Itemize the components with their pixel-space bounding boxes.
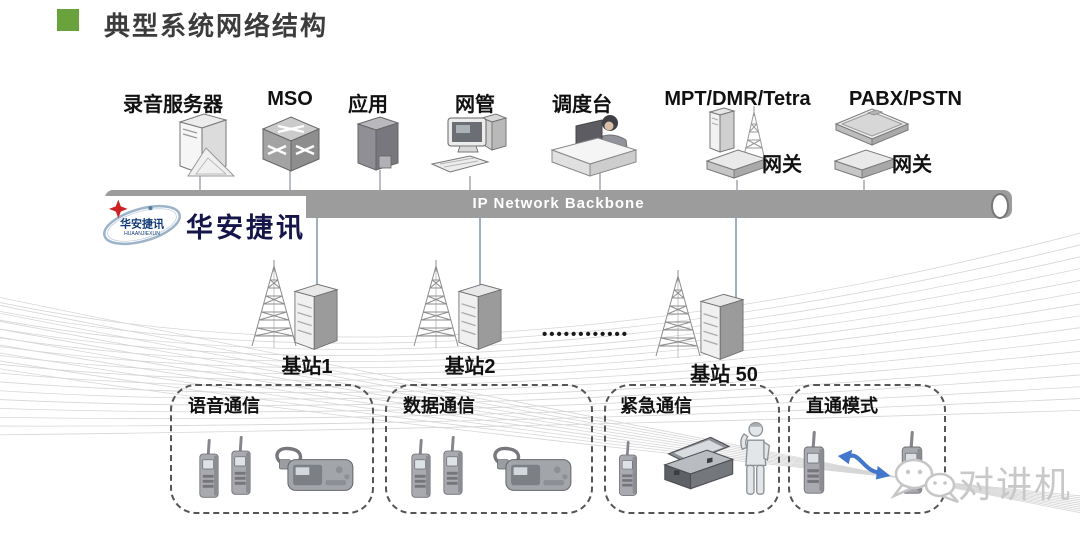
- dispatcher-console-icon: [548, 110, 640, 182]
- mobile-radio-icon: [264, 442, 358, 496]
- label-pabx-pstn: PABX/PSTN: [849, 88, 962, 110]
- desktop-computer-icon: [430, 112, 514, 178]
- label-gateway-mpt: 网关: [762, 154, 802, 176]
- label-voice-communication: 语音通信: [188, 396, 260, 416]
- label-base-station-1: 基站1: [281, 356, 333, 378]
- gateway-box-icon: [828, 146, 900, 182]
- walkie-talkie-icon: [194, 436, 224, 502]
- walkie-talkie-icon: [614, 438, 642, 500]
- green-square-bullet: [57, 9, 79, 31]
- group-box-voice: [170, 384, 374, 514]
- logo-brand-text: 华安捷讯: [186, 212, 306, 243]
- portable-repeater-case-icon: [652, 430, 740, 496]
- orbit-star-logo-icon: [98, 197, 186, 253]
- label-dispatch-console: 调度台: [552, 94, 612, 116]
- person-icon: [736, 416, 772, 504]
- label-direct-mode: 直通模式: [806, 396, 878, 416]
- group-box-emergency: [604, 384, 780, 514]
- label-emergency-communication: 紧急通信: [620, 396, 692, 416]
- switch-cube-icon: [254, 110, 328, 176]
- page-title: 典型系统网络结构: [104, 11, 329, 41]
- ellipsis-dots: ••••••••••••: [542, 326, 630, 343]
- walkie-talkie-icon: [798, 428, 830, 498]
- tower-pc-icon: [350, 114, 406, 176]
- watermark-text: 对讲机: [958, 464, 1073, 505]
- walkie-talkie-icon: [438, 433, 468, 499]
- group-box-direct-mode: [788, 384, 946, 514]
- mobile-radio-icon: [482, 442, 576, 496]
- label-recording-server: 录音服务器: [123, 94, 223, 116]
- label-gateway-pabx: 网关: [892, 154, 932, 176]
- label-network-management: 网管: [455, 94, 495, 116]
- label-base-station-2: 基站2: [444, 356, 496, 378]
- label-base-station-50: 基站 50: [690, 364, 758, 386]
- label-mpt-dmr-tetra: MPT/DMR/Tetra: [664, 88, 811, 110]
- walkie-talkie-icon: [226, 433, 256, 499]
- label-application: 应用: [348, 94, 388, 116]
- wechat-bubbles-icon: [886, 452, 962, 508]
- label-data-communication: 数据通信: [403, 396, 475, 416]
- group-box-data: [385, 384, 593, 514]
- server-rack-icon: [452, 280, 508, 352]
- server-icon: [168, 110, 242, 182]
- pabx-device-icon: [830, 104, 914, 148]
- walkie-talkie-icon: [406, 436, 436, 502]
- backbone-label: IP Network Backbone: [472, 195, 645, 212]
- label-mso: MSO: [267, 88, 313, 110]
- pipe-end-icon: [991, 193, 1009, 219]
- server-rack-icon: [288, 280, 344, 352]
- server-rack-icon: [694, 290, 750, 362]
- company-logo: 华安捷讯: [98, 196, 306, 254]
